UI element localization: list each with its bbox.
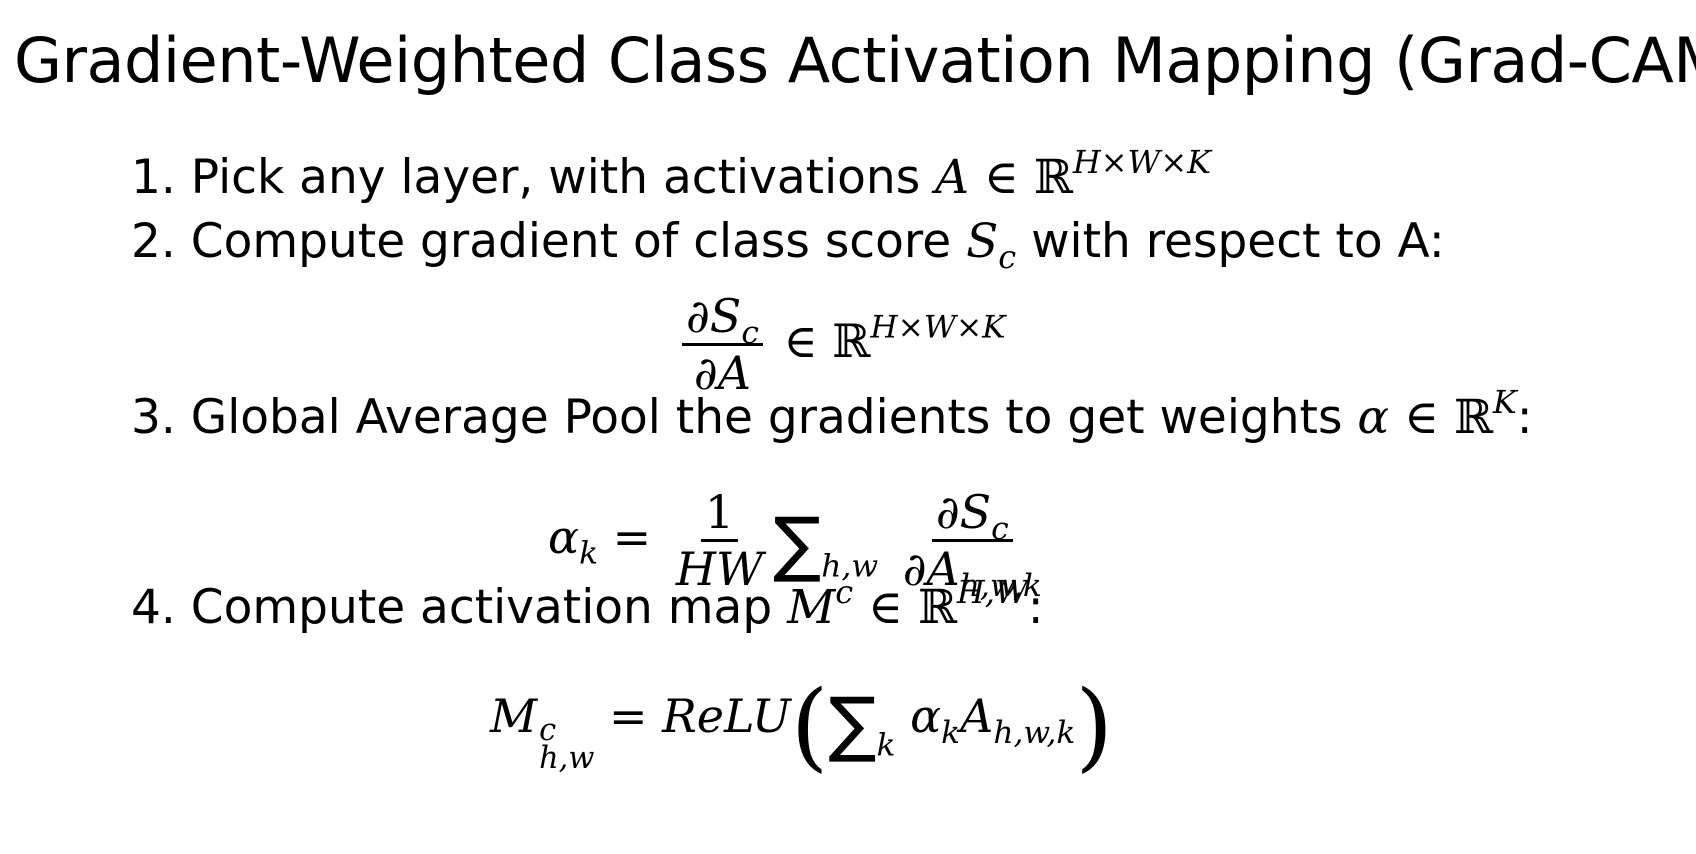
gradient-numerator: ∂Sc bbox=[682, 292, 763, 349]
alpha-lhs-sub: k bbox=[579, 535, 599, 572]
step-2-sub: c bbox=[998, 238, 1017, 277]
step-2: 2. Compute gradient of class score Sc wi… bbox=[131, 214, 1445, 273]
alpha-fraction-gradient: ∂Sc ∂Ah,w,k bbox=[899, 488, 1046, 605]
map-term-a: A bbox=[960, 688, 994, 743]
step-3: 3. Global Average Pool the gradients to … bbox=[131, 386, 1533, 445]
map-term-alpha: α bbox=[910, 688, 942, 743]
alpha-sum-sub: h,w bbox=[821, 548, 879, 585]
alpha-frac2-den: ∂Ah,w,k bbox=[902, 542, 1042, 605]
map-sum-symbol: ∑ bbox=[828, 681, 877, 765]
step-2-suffix: with respect to A: bbox=[1016, 214, 1445, 269]
step-4-var: M bbox=[787, 580, 836, 635]
map-term-alpha-sub: k bbox=[941, 714, 961, 751]
map-fn: ReLU bbox=[662, 688, 791, 743]
step-3-suffix: : bbox=[1516, 390, 1533, 445]
step-4-set: ℝ bbox=[917, 580, 957, 635]
step-1-in: ∈ bbox=[984, 150, 1019, 205]
map-eq: = bbox=[608, 688, 648, 743]
step-2-text: 2. Compute gradient of class score bbox=[131, 214, 967, 269]
alpha-frac1-num: 1 bbox=[700, 488, 739, 543]
map-lhs: M bbox=[490, 688, 538, 743]
step-1-set: ℝ bbox=[1033, 150, 1073, 205]
step-4-sup: H,W bbox=[956, 573, 1028, 612]
alpha-frac2-num: ∂Sc bbox=[931, 488, 1013, 545]
alpha-fraction-normalizer: 1 HW bbox=[672, 488, 767, 594]
gradient-in: ∈ bbox=[783, 313, 818, 368]
formula-gradient: ∂Sc ∂A ∈ ℝH×W×K bbox=[676, 292, 1006, 398]
map-term-a-sub: h,w,k bbox=[993, 714, 1076, 751]
slide-title: Gradient-Weighted Class Activation Mappi… bbox=[14, 24, 1696, 97]
alpha-lhs: α bbox=[548, 509, 580, 564]
step-1-var: A bbox=[935, 150, 970, 205]
step-1-text: 1. Pick any layer, with activations bbox=[131, 150, 936, 205]
map-lhs-sup: c bbox=[539, 712, 557, 748]
step-4-suffix: : bbox=[1027, 580, 1044, 635]
step-3-in: ∈ bbox=[1404, 390, 1439, 445]
step-3-var: α bbox=[1357, 390, 1390, 445]
step-1: 1. Pick any layer, with activations A ∈ … bbox=[131, 146, 1211, 205]
gradient-denominator: ∂A bbox=[693, 346, 751, 401]
gradient-sup: H×W×K bbox=[870, 309, 1006, 346]
map-lparen: ( bbox=[790, 669, 829, 782]
step-3-set: ℝ bbox=[1453, 390, 1493, 445]
step-4-in: ∈ bbox=[868, 580, 903, 635]
map-sum-sub: k bbox=[876, 727, 896, 764]
map-lhs-sub: h,w bbox=[539, 741, 595, 777]
map-rparen: ) bbox=[1075, 669, 1114, 782]
step-3-text: 3. Global Average Pool the gradients to … bbox=[131, 390, 1358, 445]
step-3-sup: K bbox=[1492, 383, 1517, 422]
step-4-var-sup: c bbox=[835, 573, 854, 612]
gradient-fraction: ∂Sc ∂A bbox=[682, 292, 763, 398]
formula-alpha: αk = 1 HW ∑h,w ∂Sc ∂Ah,w,k bbox=[548, 488, 1052, 605]
step-2-var: S bbox=[966, 214, 999, 269]
alpha-eq: = bbox=[612, 509, 652, 564]
alpha-sum-symbol: ∑ bbox=[773, 502, 822, 586]
alpha-frac1-den: HW bbox=[675, 542, 764, 597]
step-4: 4. Compute activation map Mc ∈ ℝH,W: bbox=[131, 576, 1044, 635]
gradient-set: ℝ bbox=[832, 313, 871, 368]
step-1-sup: H×W×K bbox=[1072, 143, 1211, 182]
step-4-text: 4. Compute activation map bbox=[131, 580, 788, 635]
